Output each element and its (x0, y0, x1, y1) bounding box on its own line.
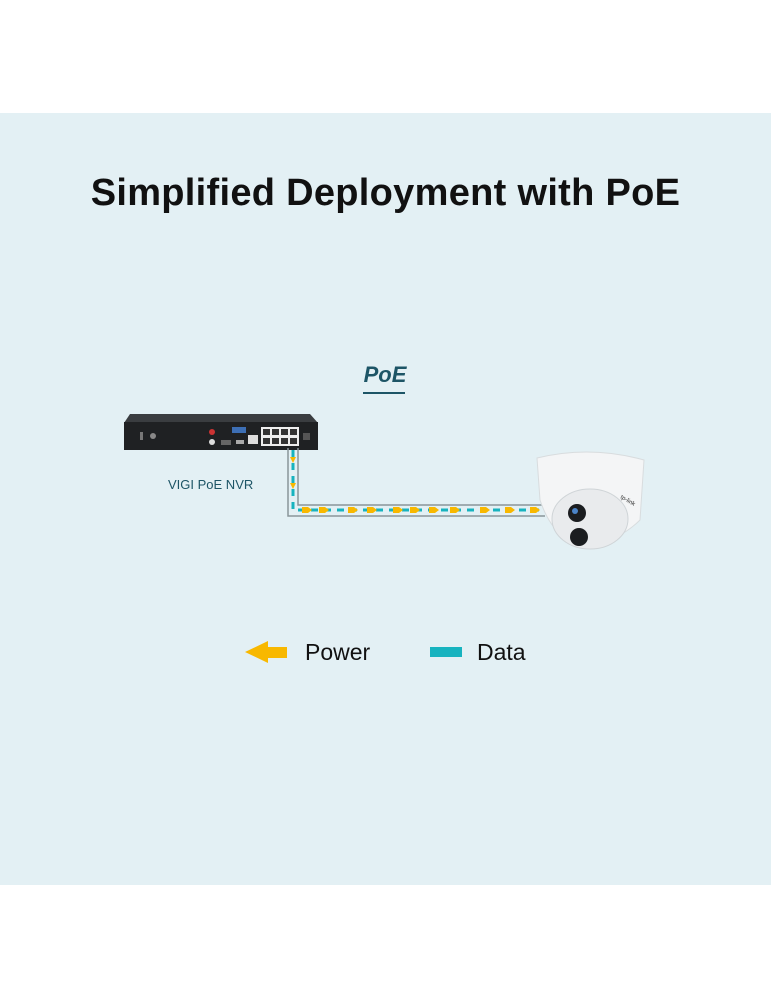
nvr-label: VIGI PoE NVR (168, 477, 254, 492)
power-arrow-icon (245, 641, 287, 663)
poe-cable (287, 448, 545, 517)
legend-power-label: Power (305, 639, 371, 665)
background-panel (0, 113, 771, 885)
connection-label: PoE (363, 362, 407, 387)
data-dash-icon (430, 647, 462, 657)
legend-data-label: Data (477, 639, 526, 665)
nvr-device-icon (124, 414, 318, 450)
connection-label-underline (363, 392, 405, 394)
dome-camera-icon: tp-link (536, 451, 645, 550)
page-title: Simplified Deployment with PoE (90, 172, 681, 214)
